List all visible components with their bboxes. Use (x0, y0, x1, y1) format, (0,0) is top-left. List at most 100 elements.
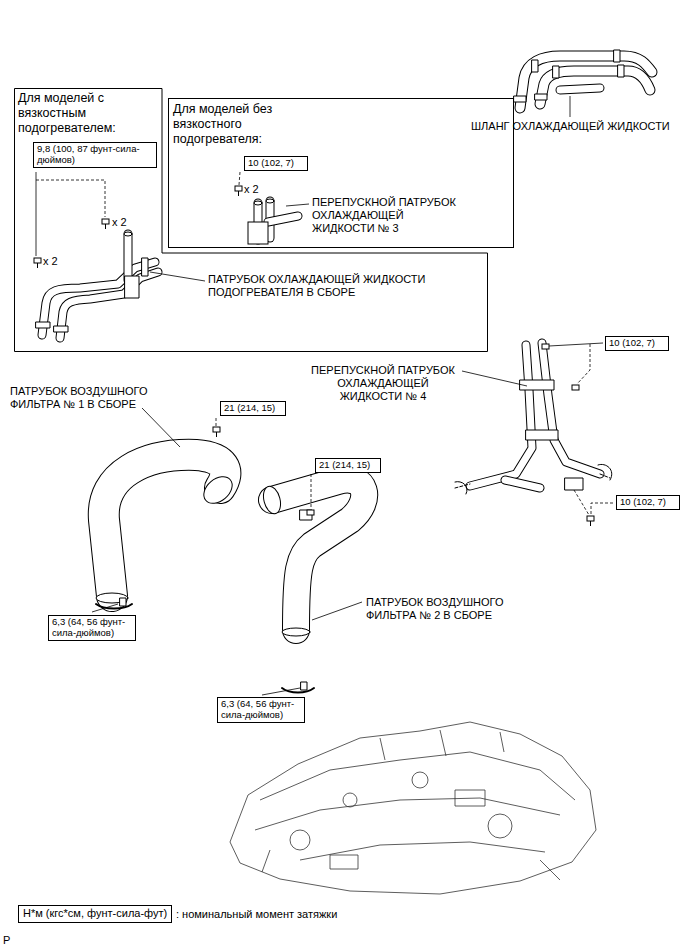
leader-line (462, 371, 527, 386)
air-filter-pipe-2 (272, 480, 364, 630)
bolt-symbol (235, 186, 242, 191)
heater-coolant-pipe (125, 234, 132, 280)
group-frame: Для моделей с вязкостным подогревателем:… (14, 88, 488, 352)
coolant-hose (614, 50, 620, 62)
leader-line (577, 344, 590, 384)
engine-sketch (260, 752, 575, 800)
heater-coolant-pipe (124, 232, 132, 236)
bolt-symbol (102, 219, 109, 224)
bypass-pipe-4 (542, 343, 600, 474)
leader-line (36, 172, 37, 256)
heater-coolant-pipe (60, 272, 158, 338)
coolant-hose (618, 65, 624, 77)
torque-box: 10 (102, 7) (616, 495, 680, 510)
leader-line (311, 474, 312, 508)
engine-sketch (300, 842, 545, 860)
coolant-hose (514, 96, 526, 102)
part-name: ПАТРУБОК ВОЗДУШНОГО ФИЛЬТРА № 1 В СБОРЕ (10, 385, 175, 411)
bolt-symbol (542, 344, 549, 349)
engine-sketch (412, 772, 428, 788)
heater-coolant-pipe (36, 232, 158, 338)
air-filter-pipe-1 (104, 455, 226, 596)
coolant-hose (520, 56, 652, 108)
bypass-pipe-4 (505, 480, 540, 488)
bypass-pipe-4 (470, 345, 532, 486)
bypass-pipe-3 (268, 216, 298, 222)
leader-line (36, 180, 105, 217)
leader-line (549, 343, 603, 346)
engine-sketch (290, 830, 310, 850)
bolt-symbol (34, 258, 41, 263)
leader-line (92, 604, 118, 612)
leader-line (591, 503, 613, 515)
bolt-symbol (34, 186, 594, 526)
torque-box: 6,3 (64, 56 фунт-сила-дюймов) (217, 697, 305, 723)
torque-value: 6,3 (64, 56 фунт-сила-дюймов) (52, 617, 132, 639)
torque-value: 21 (214, 15) (319, 460, 377, 471)
torque-value: 10 (102, 7) (620, 497, 676, 508)
air-filter-pipe-1 (96, 455, 237, 609)
legend-box: Н*м (кгс*см, фунт-сила-фут) (18, 905, 172, 923)
bypass-pipe-4 (598, 464, 612, 480)
air-filter-pipe-1 (120, 598, 126, 606)
heater-coolant-pipe (54, 326, 68, 332)
air-filter-pipe-1 (199, 471, 238, 508)
torque-value: 9,8 (100, 87 фунт-сила-дюймов) (37, 144, 153, 166)
air-filter-pipe-2 (261, 484, 284, 515)
engine-sketch (255, 798, 560, 830)
bypass-pipe-4 (600, 474, 610, 478)
torque-box: 9,8 (100, 87 фунт-сила-дюймов) (33, 142, 157, 168)
engine-sketch (343, 793, 357, 807)
engine-sketch (455, 790, 485, 806)
torque-box: 21 (214, 15) (315, 458, 381, 473)
frame-outline (15, 89, 488, 352)
air-filter-pipe-2 (261, 480, 365, 693)
bolt-symbol (37, 263, 38, 268)
bypass-pipe-4 (455, 482, 467, 494)
engine-sketch (330, 855, 358, 869)
engine-sketch (230, 722, 596, 894)
torque-box: 6,3 (64, 56 фунт-сила-дюймов) (48, 615, 136, 641)
part-name: ПЕРЕПУСКНОЙ ПАТРУБОК ОХЛАЖДАЮЩЕЙ ЖИДКОСТ… (305, 364, 461, 404)
coolant-hose (560, 88, 600, 90)
coolant-hose (520, 56, 652, 108)
page-mark: P (3, 934, 10, 947)
bypass-pipe-4 (505, 480, 540, 488)
heater-coolant-pipe (142, 258, 148, 276)
quantity-note: x 2 (43, 255, 58, 268)
torque-box: 10 (102, 7) (605, 336, 669, 351)
bolt-symbol (213, 427, 220, 432)
bypass-pipe-3 (268, 216, 298, 222)
torque-value: 21 (214, 15) (224, 403, 282, 414)
part-name: ШЛАНГ ОХЛАЖДАЮЩЕЙ ЖИДКОСТИ (471, 120, 670, 133)
quantity-note: x 2 (112, 216, 127, 229)
coolant-hose (553, 66, 559, 78)
leader-line (150, 272, 205, 281)
coolant-hose (535, 94, 547, 100)
heater-coolant-pipe (60, 272, 158, 338)
coolant-hose (560, 88, 600, 90)
bypass-pipe-3 (266, 199, 274, 203)
bolt-symbol (238, 191, 239, 196)
leader-line (286, 204, 309, 206)
quantity-note: x 2 (244, 183, 259, 196)
leader-line (262, 688, 300, 695)
bypass-pipe-4 (520, 380, 554, 390)
legend-text: : номинальный момент затяжки (176, 908, 337, 921)
heater-coolant-pipe (125, 276, 139, 298)
coolant-hose (514, 50, 652, 108)
bolt-symbol (307, 510, 314, 515)
legend-unit: Н*м (кгс*см, фунт-сила-фут) (23, 907, 167, 921)
leader-line (570, 96, 571, 117)
engine-sketch (230, 722, 596, 894)
air-filter-pipe-2 (272, 480, 364, 630)
heater-coolant-pipe (124, 234, 133, 280)
torque-value: 10 (102, 7) (248, 158, 304, 169)
bypass-pipe-4 (542, 343, 600, 474)
coolant-hose (532, 60, 538, 72)
part-name: ПАТРУБОК ВОЗДУШНОГО ФИЛЬТРА № 2 В СБОРЕ (366, 596, 536, 622)
bolt-symbol (216, 432, 217, 437)
torque-value: 10 (102, 7) (609, 338, 665, 349)
engine-sketch (380, 730, 504, 760)
bypass-pipe-3 (254, 201, 262, 205)
